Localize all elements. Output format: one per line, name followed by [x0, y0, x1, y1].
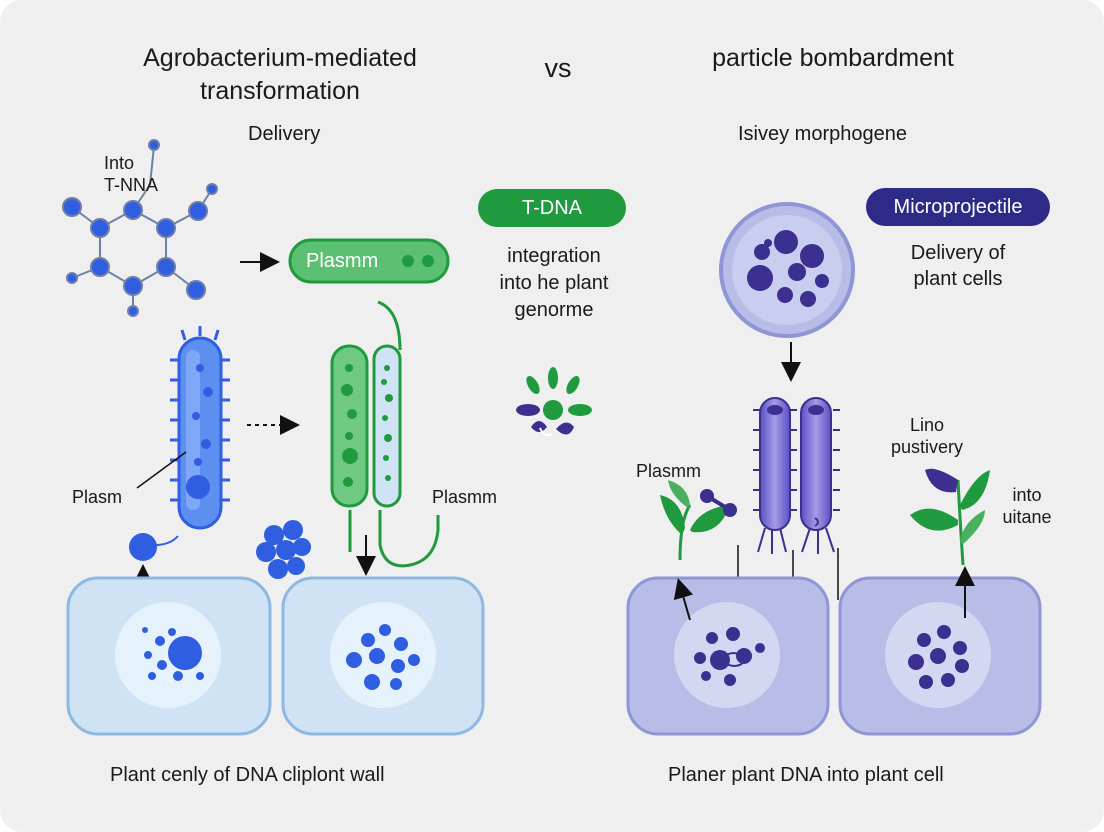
- bacterium-label: Plasm: [72, 487, 123, 507]
- t-dna-pill: T-DNA: [478, 189, 626, 227]
- plant-left-label: Plasmm: [636, 461, 702, 481]
- tube-label: Plasmm: [432, 487, 498, 507]
- right-subtitle: Isivey morphogene: [738, 123, 907, 145]
- delivery-of-plant-cells-text: Delivery of plant cells: [910, 242, 1006, 290]
- purple-tubes-icon: [753, 397, 840, 554]
- t-dna-tubes-icon: [330, 300, 440, 568]
- vs-label: vs: [544, 53, 572, 83]
- dna-molecule-icon: [62, 139, 218, 317]
- molecule-label: Into T-NNA: [104, 153, 158, 195]
- bacterium-label-leader: [136, 451, 187, 489]
- plant-sprout-right-icon: [910, 468, 990, 566]
- plant-sprout-left-icon: [660, 480, 737, 561]
- left-title: Agrobacterium-mediated transformation: [143, 44, 417, 105]
- blue-particle: [129, 533, 157, 561]
- plasmid-pill-shape: [288, 238, 450, 284]
- plant-cell-left-2: [281, 576, 485, 736]
- flower-icon: [516, 367, 592, 437]
- particle-cluster-icon: [256, 520, 311, 579]
- microprojectile-sphere-icon: [719, 202, 855, 338]
- right-title: particle bombardment: [712, 44, 954, 72]
- left-subtitle: Delivery: [248, 123, 321, 145]
- plasmid-pill-label: Plasmm: [306, 250, 379, 272]
- agrobacterium-icon: [170, 326, 230, 530]
- plant-right-top-label: Lino pustivery: [890, 415, 964, 457]
- plant-cell-left-1: [66, 576, 272, 736]
- plant-cell-right-2: [838, 576, 1042, 736]
- plant-right-side-label: into uitane: [1002, 485, 1052, 527]
- plant-cell-right-1: [626, 576, 830, 736]
- integration-text: integration into he plant genorme: [499, 245, 609, 321]
- microprojectile-pill: Microprojectile: [866, 188, 1050, 226]
- left-caption: Plant cenly of DNA cliplont wall: [110, 764, 385, 786]
- right-caption: Planer plant DNA into plant cell: [668, 764, 944, 786]
